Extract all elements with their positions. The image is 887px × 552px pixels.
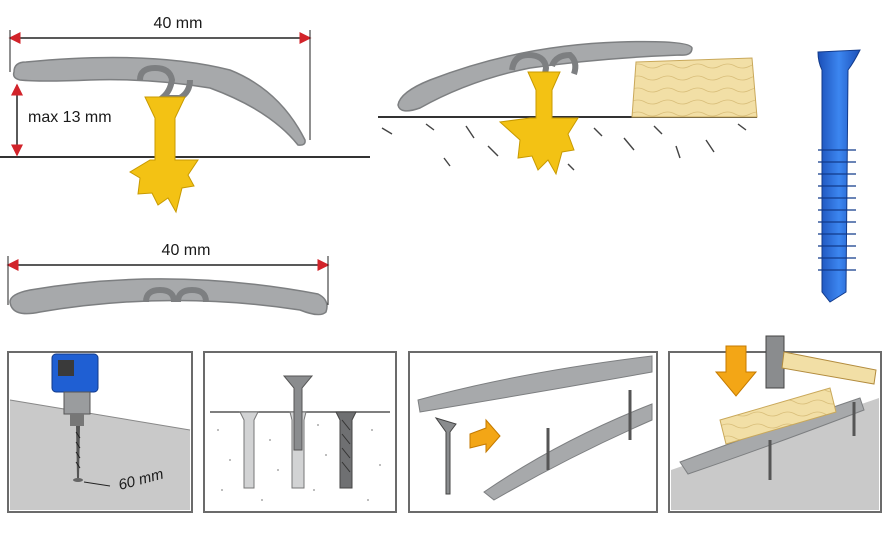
profile-section-with-floor	[378, 40, 758, 176]
hammer-icon	[765, 335, 877, 389]
top-width-label: 40 mm	[154, 15, 203, 32]
step-panel-drill: 60 mm	[7, 351, 193, 513]
down-arrow-icon	[714, 345, 758, 397]
concrete-texture	[217, 424, 381, 501]
profile-section-mounted: 40 mm max 13 mm	[0, 15, 370, 214]
profile-section-standalone: 40 mm	[6, 242, 330, 316]
step-panel-slide	[408, 351, 658, 513]
floor-cracks	[381, 123, 747, 171]
screw-icon-left	[434, 417, 457, 495]
screw-icon	[282, 375, 314, 451]
profile-shape	[12, 56, 306, 146]
wood-panel	[631, 57, 758, 118]
profile-clip	[137, 64, 193, 101]
profile-shape-2	[397, 40, 693, 112]
dowel-icon	[129, 96, 199, 214]
profile-shape-3	[9, 278, 328, 316]
max-height-label: max 13 mm	[28, 109, 112, 126]
arrow-icon	[469, 418, 501, 454]
step-panel-hammer	[668, 335, 882, 513]
drill-icon	[51, 353, 99, 478]
wood-block	[719, 387, 837, 445]
step-panel-plugs	[203, 351, 397, 513]
bottom-width-label: 40 mm	[162, 242, 211, 259]
wall-plug-icon	[817, 49, 861, 303]
dowel-icon-2	[498, 71, 579, 176]
